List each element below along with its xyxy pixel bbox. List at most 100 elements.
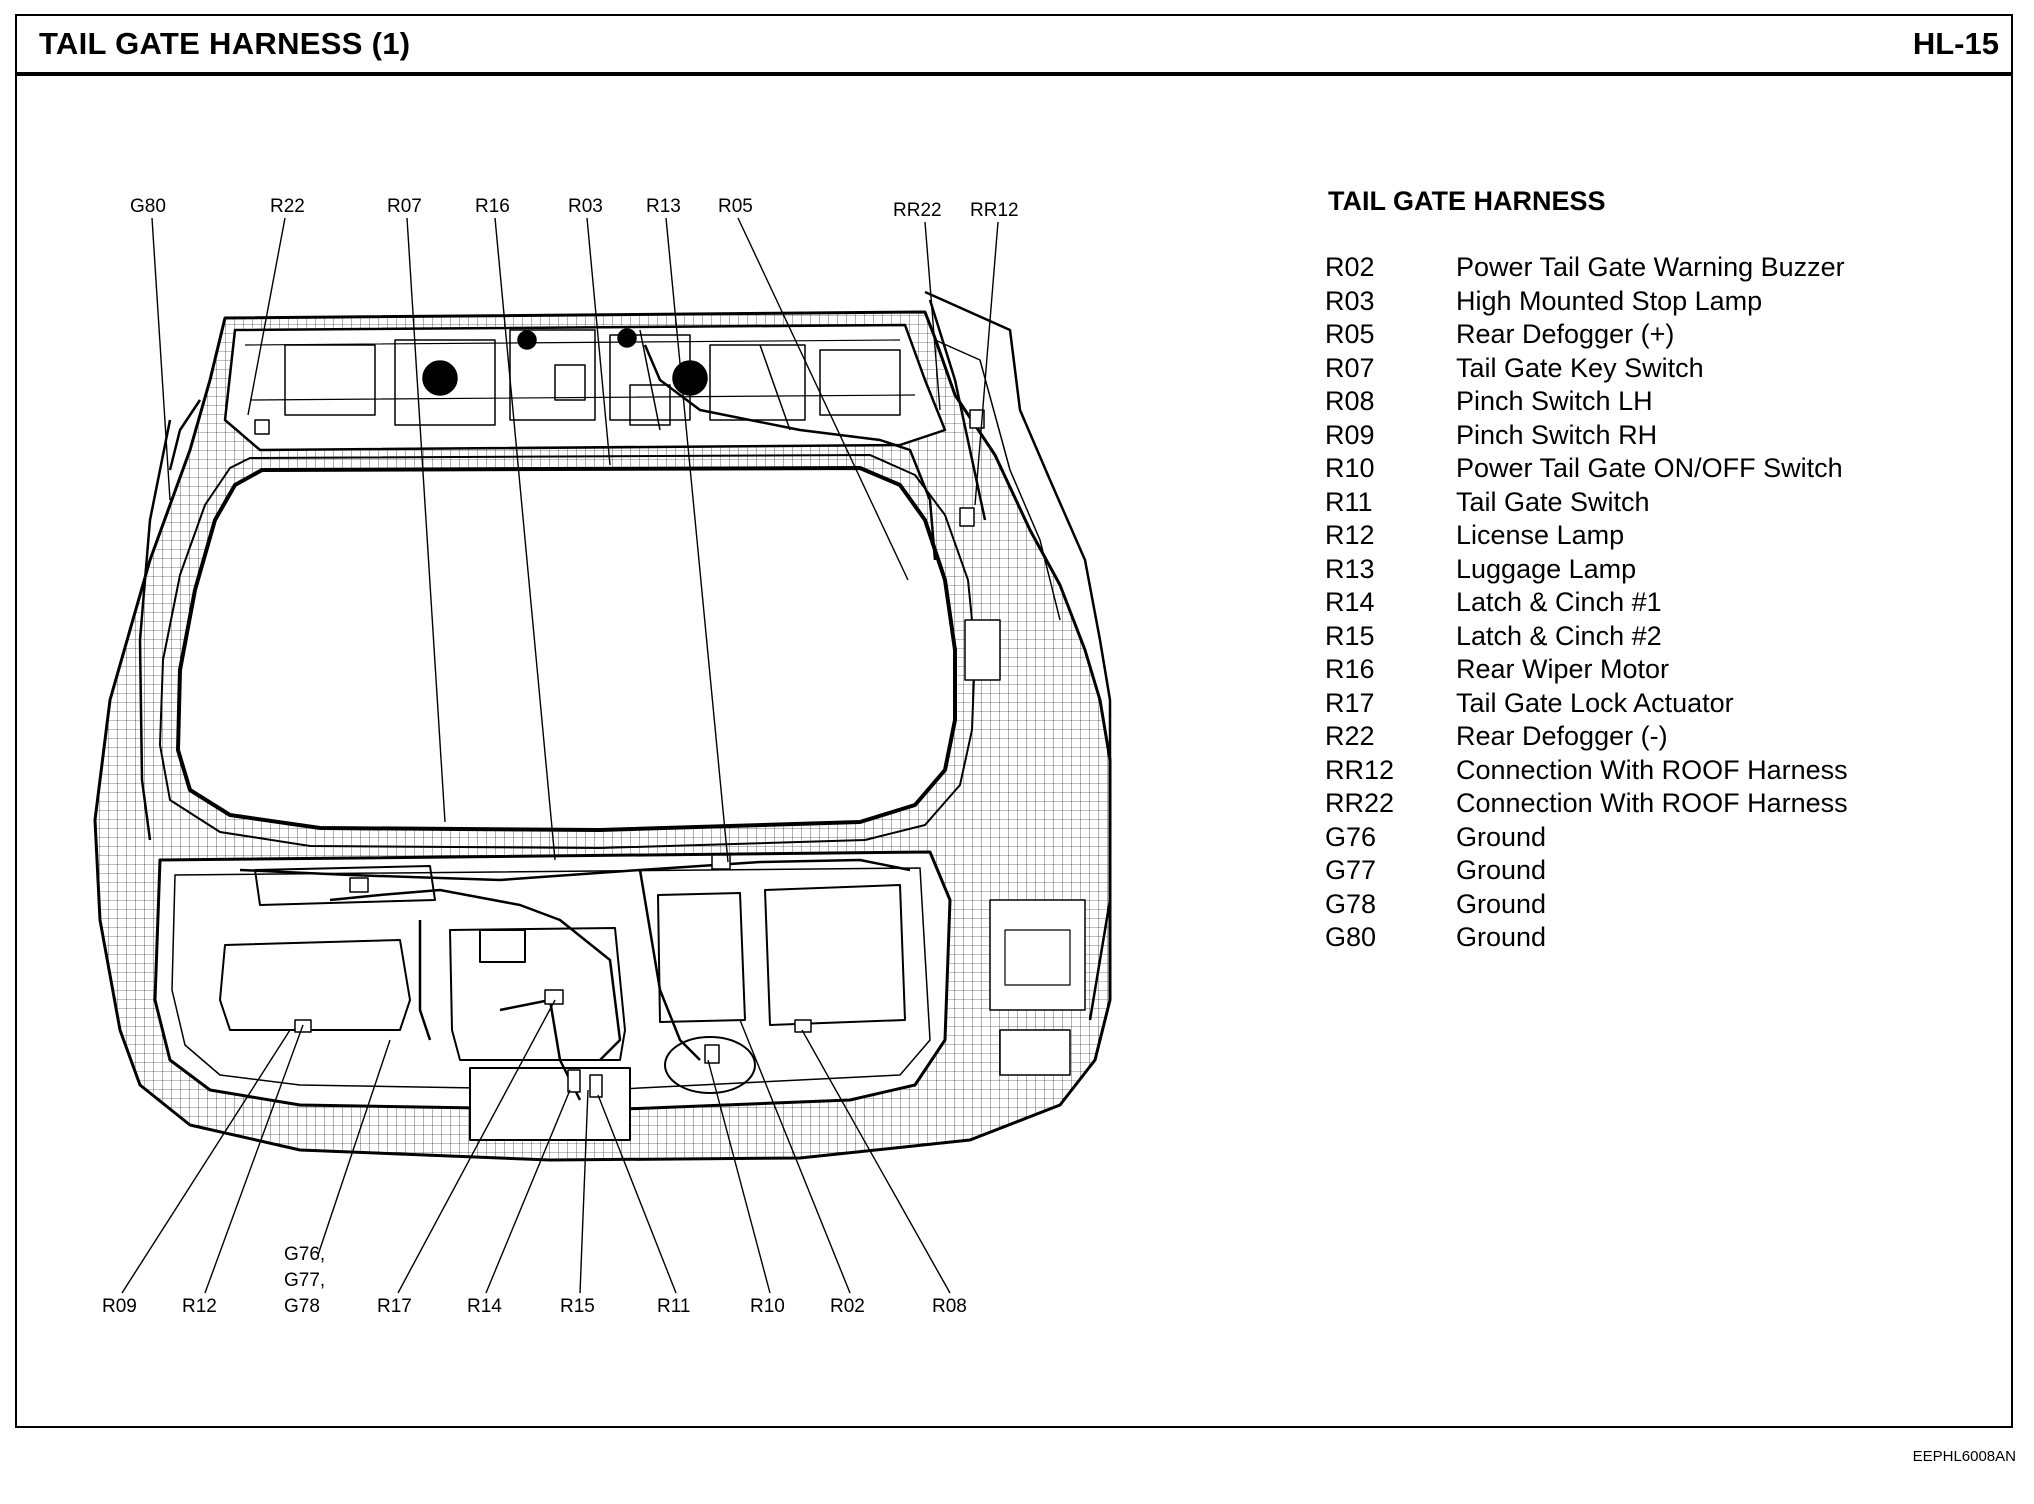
legend-code: R08 — [1325, 386, 1375, 417]
callout-r05-top: R05 — [718, 196, 753, 217]
callout-r10-bottom: R10 — [750, 1296, 785, 1317]
legend-description: High Mounted Stop Lamp — [1456, 285, 1763, 316]
callout-r14-bottom: R14 — [467, 1296, 502, 1317]
legend-description: Power Tail Gate ON/OFF Switch — [1456, 453, 1843, 484]
header-details — [284, 328, 901, 431]
legend-code: R09 — [1325, 419, 1375, 450]
legend-description: Ground — [1456, 855, 1547, 886]
legend-row: R22 Rear Defogger (-) — [1310, 720, 1990, 754]
legend-row: R14 Latch & Cinch #1 — [1310, 586, 1990, 620]
legend-code: R17 — [1325, 687, 1375, 718]
legend-code: R07 — [1325, 352, 1375, 383]
callout-r03-top: R03 — [568, 196, 603, 217]
leader-lines — [121, 217, 999, 1294]
connector-blocks — [254, 409, 985, 1098]
legend-description: Tail Gate Switch — [1456, 486, 1650, 517]
callout-r02-bottom: R02 — [830, 1296, 865, 1317]
legend-row: R05 Rear Defogger (+) — [1310, 318, 1990, 352]
legend-code: R11 — [1325, 486, 1373, 517]
callout-r07-top: R07 — [387, 196, 422, 217]
page-title: TAIL GATE HARNESS (1) — [39, 26, 411, 61]
legend-description: Latch & Cinch #1 — [1456, 587, 1662, 618]
image-code: EEPHL6008AN — [1912, 1448, 2016, 1465]
right-side-pillar — [924, 290, 1112, 1021]
callout-g78-bottom: G78 — [284, 1296, 320, 1317]
legend-code: R03 — [1325, 285, 1375, 316]
legend-row: RR12 Connection With ROOF Harness — [1310, 754, 1990, 788]
legend-code: R16 — [1325, 654, 1375, 685]
legend-row: R07 Tail Gate Key Switch — [1310, 352, 1990, 386]
legend-description: Luggage Lamp — [1456, 553, 1637, 584]
legend-code: R10 — [1325, 453, 1375, 484]
legend-description: Power Tail Gate Warning Buzzer — [1456, 252, 1845, 283]
legend-row: R10 Power Tail Gate ON/OFF Switch — [1310, 452, 1990, 486]
legend-row: R09 Pinch Switch RH — [1310, 419, 1990, 453]
tail-gate-drawing — [93, 290, 1112, 1162]
header-bar: TAIL GATE HARNESS (1) HL-15 — [17, 16, 2011, 76]
lower-trim-panel — [153, 850, 952, 1112]
legend-code: G78 — [1325, 888, 1377, 919]
callout-r15-bottom: R15 — [560, 1296, 595, 1317]
callout-r11-bottom: R11 — [657, 1296, 690, 1317]
legend-code: R22 — [1325, 721, 1375, 752]
legend-row: R11 Tail Gate Switch — [1310, 486, 1990, 520]
legend-description: Ground — [1456, 821, 1547, 852]
callout-r09-bottom: R09 — [102, 1296, 137, 1317]
legend-row: R02 Power Tail Gate Warning Buzzer — [1310, 251, 1990, 285]
legend-row: G76 Ground — [1310, 821, 1990, 855]
legend-description: Connection With ROOF Harness — [1456, 788, 1848, 819]
legend-code: G80 — [1325, 922, 1377, 953]
page-code: HL-15 — [1912, 26, 1999, 61]
callout-g80-top: G80 — [130, 196, 166, 217]
bottom-callouts: R09 R12 G76, G77, G78 R17 R14 R15 R11 R1… — [102, 1244, 967, 1317]
legend-title: TAIL GATE HARNESS — [1328, 186, 1606, 216]
legend-description: Rear Defogger (+) — [1456, 319, 1675, 350]
top-callouts: G80 R22 R07 R16 R03 R13 R05 RR22 RR12 — [130, 196, 1019, 221]
page-frame: TAIL GATE HARNESS (1) HL-15 — [15, 14, 2013, 1428]
callout-r17-bottom: R17 — [377, 1296, 412, 1317]
legend-description: Tail Gate Key Switch — [1456, 352, 1704, 383]
legend-description: Pinch Switch RH — [1456, 419, 1658, 450]
callout-r12-bottom: R12 — [182, 1296, 217, 1317]
legend-row: R15 Latch & Cinch #2 — [1310, 620, 1990, 654]
legend-code: R13 — [1325, 553, 1375, 584]
lower-cutouts — [219, 865, 906, 1141]
legend-code: G76 — [1325, 821, 1377, 852]
callout-r22-top: R22 — [270, 196, 305, 217]
legend-description: Tail Gate Lock Actuator — [1456, 687, 1734, 718]
legend-description: Rear Wiper Motor — [1456, 654, 1670, 685]
legend-row: R17 Tail Gate Lock Actuator — [1310, 687, 1990, 721]
legend-row: R03 High Mounted Stop Lamp — [1310, 285, 1990, 319]
legend-description: Latch & Cinch #2 — [1456, 620, 1662, 651]
callout-r08-bottom: R08 — [932, 1296, 967, 1317]
window-opening — [176, 466, 957, 832]
legend-row: G78 Ground — [1310, 888, 1990, 922]
callout-g77-bottom: G77, — [284, 1270, 325, 1291]
callout-r16-top: R16 — [475, 196, 510, 217]
legend-description: Rear Defogger (-) — [1456, 721, 1668, 752]
legend-code: R15 — [1325, 620, 1375, 651]
legend-code: R02 — [1325, 252, 1375, 283]
legend-row: G77 Ground — [1310, 854, 1990, 888]
callout-rr12-top: RR12 — [970, 200, 1019, 221]
legend-description: Connection With ROOF Harness — [1456, 754, 1848, 785]
legend-row: R16 Rear Wiper Motor — [1310, 653, 1990, 687]
callout-g76-bottom: G76, — [284, 1244, 325, 1265]
legend-code: R05 — [1325, 319, 1375, 350]
callout-r13-top: R13 — [646, 196, 681, 217]
connector-legend: TAIL GATE HARNESS R02 Power Tail Gate War… — [1310, 186, 1990, 955]
legend-row: R13 Luggage Lamp — [1310, 553, 1990, 587]
legend-description: Ground — [1456, 888, 1547, 919]
legend-code: RR22 — [1325, 788, 1395, 819]
legend-code: G77 — [1325, 855, 1377, 886]
legend-code: R12 — [1325, 520, 1375, 551]
legend-row: RR22 Connection With ROOF Harness — [1310, 787, 1990, 821]
legend-code: RR12 — [1325, 754, 1395, 785]
callout-rr22-top: RR22 — [893, 200, 942, 221]
legend-code: R14 — [1325, 587, 1375, 618]
